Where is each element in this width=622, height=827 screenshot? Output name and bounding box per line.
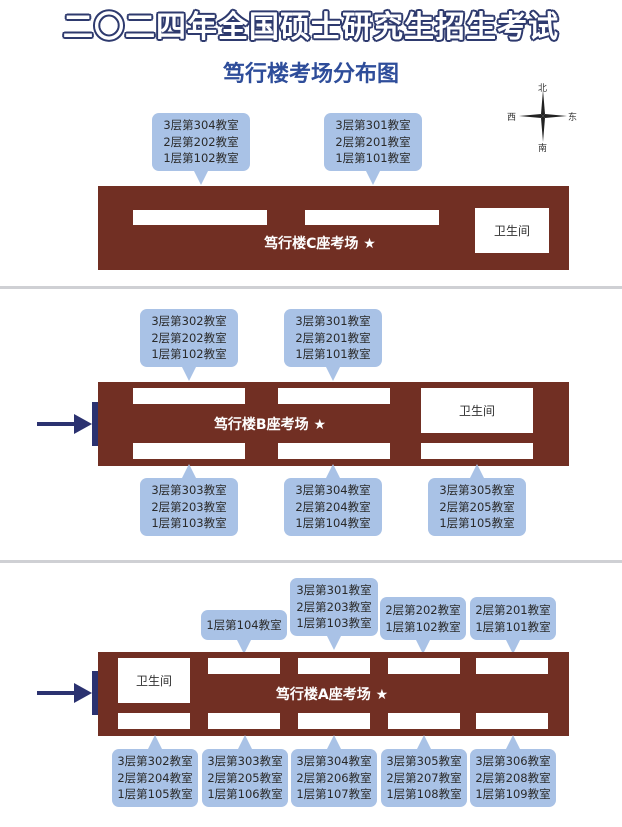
classroom-block [133,388,245,404]
classroom-block [208,713,280,729]
room-callout: 3层第302教室 2层第204教室 1层第105教室 [112,735,198,807]
section-divider [0,286,622,289]
compass-rose-icon [519,90,567,142]
compass: 北 南 西 东 [505,80,580,154]
restroom: 卫生间 [475,208,549,253]
classroom-block [133,443,245,459]
restroom: 卫生间 [421,388,533,433]
room-callout: 1层第104教室 [201,610,287,654]
section-divider [0,560,622,563]
room-callout: 3层第301教室 2层第201教室 1层第101教室 [284,309,382,381]
room-callout: 3层第303教室 2层第203教室 1层第103教室 [140,464,238,536]
compass-east-label: 东 [568,113,578,123]
room-callout: 2层第202教室 1层第102教室 [380,597,466,654]
classroom-block [388,713,460,729]
room-callout: 3层第306教室 2层第208教室 1层第109教室 [470,735,556,807]
room-callout: 3层第301教室 2层第201教室 1层第101教室 [324,113,422,185]
classroom-block [133,210,267,225]
entrance-arrow [37,422,77,426]
classroom-block [278,388,390,404]
room-callout: 3层第305教室 2层第205教室 1层第105教室 [428,464,526,536]
classroom-block [118,713,190,729]
room-callout: 3层第303教室 2层第205教室 1层第106教室 [202,735,288,807]
compass-south-label: 南 [538,144,548,154]
building-c-name: 笃行楼C座考场 ★ [264,236,376,252]
room-callout: 2层第201教室 1层第101教室 [470,597,556,654]
classroom-block [476,713,548,729]
building-b-name: 笃行楼B座考场 ★ [213,417,327,433]
classroom-block [298,658,370,674]
entrance-arrow [37,691,77,695]
classroom-block [208,658,280,674]
room-callout: 3层第304教室 2层第202教室 1层第102教室 [152,113,250,185]
classroom-block [278,443,390,459]
room-callout: 3层第305教室 2层第207教室 1层第108教室 [381,735,467,807]
room-callout: 3层第304教室 2层第206教室 1层第107教室 [291,735,377,807]
room-callout: 3层第302教室 2层第202教室 1层第102教室 [140,309,238,381]
page-title: 二〇二四年全国硕士研究生招生考试 [63,10,559,45]
classroom-block [388,658,460,674]
restroom: 卫生间 [118,658,190,703]
compass-west-label: 西 [507,113,517,123]
building-a-name: 笃行楼A座考场 ★ [275,687,389,703]
classroom-block [421,443,533,459]
entrance-arrow-icon [74,414,92,434]
compass-north-label: 北 [538,84,548,94]
room-callout: 3层第304教室 2层第204教室 1层第104教室 [284,464,382,536]
page-subtitle: 笃行楼考场分布图 [222,62,399,87]
classroom-block [476,658,548,674]
classroom-block [298,713,370,729]
room-callout: 3层第301教室 2层第203教室 1层第103教室 [290,578,378,650]
entrance-arrow-icon [74,683,92,703]
classroom-block [305,210,439,225]
